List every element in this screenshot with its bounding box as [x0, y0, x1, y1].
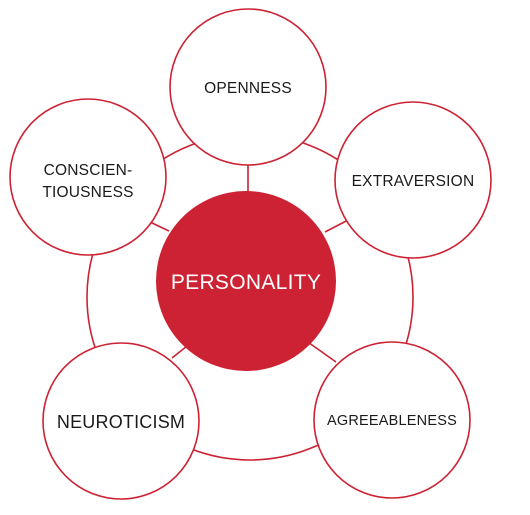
- openness-circle: [169, 8, 327, 166]
- neuroticism-circle: [42, 342, 200, 500]
- personality-label: PERSONALITY: [171, 271, 321, 294]
- conscientiousness-label-line2: TIOUSNESS: [42, 184, 133, 201]
- spoke-conscientiousness: [149, 221, 170, 232]
- extraversion-label: EXTRAVERSION: [352, 173, 475, 190]
- personality-circle: [156, 191, 336, 371]
- conscientiousness-circle: [9, 98, 167, 256]
- agreeableness-label: AGREEABLENESS: [327, 413, 457, 429]
- openness-label: OPENNESS: [204, 80, 292, 97]
- agreeableness-circle: [313, 341, 471, 499]
- neuroticism-label: NEUROTICISM: [57, 412, 185, 432]
- extraversion-circle: [334, 101, 492, 259]
- conscientiousness-label-line1: CONSCIEN-: [44, 162, 133, 179]
